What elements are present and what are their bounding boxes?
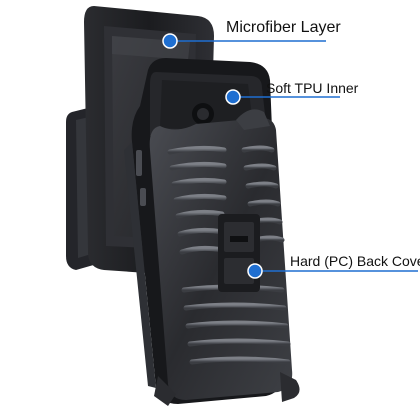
callout-microfiber — [162, 33, 326, 49]
callout-dot — [162, 33, 178, 49]
side-button — [136, 150, 142, 176]
side-button — [140, 188, 146, 206]
label-hard-back-cover: Hard (PC) Back Cover — [290, 253, 420, 269]
callout-tpu-inner — [225, 89, 340, 105]
label-soft-tpu-inner: Soft TPU Inner — [266, 80, 359, 96]
callout-dot — [225, 89, 241, 105]
label-microfiber-layer: Microfiber Layer — [226, 19, 341, 36]
kickstand — [218, 214, 260, 292]
callout-back-cover — [247, 263, 418, 279]
callout-dot — [247, 263, 263, 279]
